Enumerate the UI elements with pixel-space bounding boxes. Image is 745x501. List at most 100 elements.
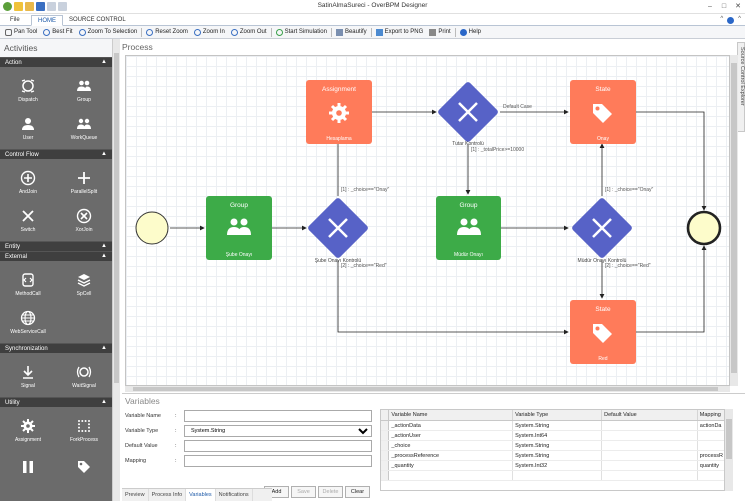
tool-sp-cell[interactable]: SpCell <box>56 265 112 303</box>
close-button[interactable]: ✕ <box>735 3 741 10</box>
process-canvas[interactable]: Group Şube Onayı Group Müdür Onayı Assig… <box>125 55 730 386</box>
collapse-icon[interactable]: ▲ <box>101 151 107 157</box>
save-button[interactable]: Save <box>291 486 316 498</box>
row-header[interactable] <box>381 420 390 431</box>
redo-icon[interactable] <box>58 2 67 11</box>
zoom-to-selection-button[interactable]: Zoom To Selection <box>76 27 141 38</box>
canvas-vertical-scrollbar[interactable] <box>730 55 738 386</box>
row-header[interactable] <box>381 450 390 461</box>
table-cell[interactable]: actionDa <box>697 420 724 431</box>
table-cell[interactable] <box>601 430 698 441</box>
scrollbar-thumb[interactable] <box>726 419 732 459</box>
table-cell[interactable]: _quantity <box>388 460 514 471</box>
tab-preview[interactable]: Preview <box>122 489 149 501</box>
table-cell[interactable]: _choice <box>388 440 514 451</box>
table-cell[interactable] <box>512 470 603 481</box>
clear-button[interactable]: Clear <box>345 486 370 498</box>
tool-wait-signal[interactable]: WaitSignal <box>56 357 112 395</box>
tool-dispatch[interactable]: Dispatch <box>0 71 56 109</box>
undo-icon[interactable] <box>47 2 56 11</box>
category-action[interactable]: Action▲ <box>0 57 112 67</box>
tool-user[interactable]: User <box>0 109 56 147</box>
table-row[interactable]: _actionUser System.Int64 <box>381 430 724 441</box>
tool-signal[interactable]: Signal <box>0 357 56 395</box>
table-cell[interactable]: _actionUser <box>388 430 514 441</box>
zoom-out-button[interactable]: Zoom Out <box>228 27 270 38</box>
tab-file[interactable]: File <box>10 17 20 23</box>
maximize-button[interactable]: □ <box>721 2 727 10</box>
tool-web-service-call[interactable]: WebServiceCall <box>0 303 56 341</box>
table-row[interactable]: _actionData System.String actionDa <box>381 420 724 431</box>
column-header[interactable]: Default Value <box>601 410 698 421</box>
default-value-input[interactable] <box>184 440 372 452</box>
category-external[interactable]: External▲ <box>0 251 112 261</box>
table-cell[interactable]: System.String <box>512 450 603 461</box>
table-row[interactable]: _processReference System.String processR <box>381 450 724 461</box>
tool-and-join[interactable]: AndJoin <box>0 163 56 201</box>
tab-notifications[interactable]: Notifications <box>216 489 253 501</box>
column-header[interactable]: Variable Name <box>388 410 514 421</box>
pan-tool-button[interactable]: Pan Tool <box>2 27 40 38</box>
save-icon[interactable] <box>36 2 45 11</box>
table-row[interactable] <box>381 470 724 481</box>
table-row[interactable]: _choice System.String <box>381 440 724 451</box>
tab-variables[interactable]: Variables <box>186 489 216 501</box>
tab-source-control[interactable]: SOURCE CONTROL <box>69 17 126 23</box>
tab-process-info[interactable]: Process Info <box>149 489 187 501</box>
minimize-button[interactable]: – <box>708 2 712 10</box>
variable-type-select[interactable]: System.String <box>184 425 372 437</box>
table-cell[interactable]: _processReference <box>388 450 514 461</box>
table-cell[interactable]: _actionData <box>388 420 514 431</box>
table-cell[interactable] <box>697 440 724 451</box>
mapping-input[interactable] <box>184 455 372 467</box>
collapse-icon[interactable]: ▲ <box>101 243 107 249</box>
export-png-button[interactable]: Export to PNG <box>373 27 427 38</box>
table-cell[interactable]: System.Int64 <box>512 430 603 441</box>
tool-group[interactable]: Group <box>56 71 112 109</box>
activities-scrollbar[interactable] <box>112 39 120 501</box>
column-header[interactable]: Variable Type <box>512 410 603 421</box>
collapse-icon[interactable]: ▲ <box>101 59 107 65</box>
row-header[interactable] <box>381 440 390 451</box>
source-control-explorer-tab[interactable]: Source Control Explorer <box>737 42 745 132</box>
tool-work-queue[interactable]: WorkQueue <box>56 109 112 147</box>
table-cell[interactable] <box>601 470 698 481</box>
table-cell[interactable] <box>697 470 724 481</box>
collapse-icon[interactable]: ▲ <box>101 399 107 405</box>
table-cell[interactable]: quantity <box>697 460 724 471</box>
row-header[interactable] <box>381 460 390 471</box>
tool-method-call[interactable]: MethodCall <box>0 265 56 303</box>
reset-zoom-button[interactable]: Reset Zoom <box>143 27 191 38</box>
category-utility[interactable]: Utility▲ <box>0 397 112 407</box>
open-file-icon[interactable] <box>25 2 34 11</box>
category-synchronization[interactable]: Synchronization▲ <box>0 343 112 353</box>
table-cell[interactable]: System.Int32 <box>512 460 603 471</box>
row-header[interactable] <box>381 430 390 441</box>
table-cell[interactable] <box>388 470 514 481</box>
row-header[interactable] <box>381 470 390 481</box>
table-cell[interactable] <box>601 440 698 451</box>
start-simulation-button[interactable]: Start Simulation <box>273 27 330 38</box>
help-button[interactable]: Help <box>457 27 484 38</box>
expand-ribbon-icon[interactable]: ^ <box>738 16 741 22</box>
beautify-button[interactable]: Beautify <box>333 27 370 38</box>
collapse-icon[interactable]: ▲ <box>101 253 107 259</box>
tool-xor-join[interactable]: XorJoin <box>56 201 112 239</box>
category-control-flow[interactable]: Control Flow▲ <box>0 149 112 159</box>
tool-parallel-split[interactable]: ParallelSplit <box>56 163 112 201</box>
column-header[interactable]: Mapping <box>697 410 724 421</box>
help-icon[interactable] <box>727 17 735 24</box>
print-button[interactable]: Print <box>426 27 453 38</box>
delete-button[interactable]: Delete <box>318 486 343 498</box>
table-cell[interactable]: processR <box>697 450 724 461</box>
table-cell[interactable] <box>697 430 724 441</box>
table-cell[interactable]: System.String <box>512 420 603 431</box>
category-entity[interactable]: Entity▲ <box>0 241 112 251</box>
new-file-icon[interactable] <box>14 2 23 11</box>
best-fit-button[interactable]: Best Fit <box>40 27 75 38</box>
tool-switch[interactable]: Switch <box>0 201 56 239</box>
scrollbar-thumb[interactable] <box>731 63 737 373</box>
table-cell[interactable]: System.String <box>512 440 603 451</box>
canvas-horizontal-scrollbar[interactable] <box>125 386 730 392</box>
tool-assignment[interactable]: Assignment <box>0 411 56 449</box>
